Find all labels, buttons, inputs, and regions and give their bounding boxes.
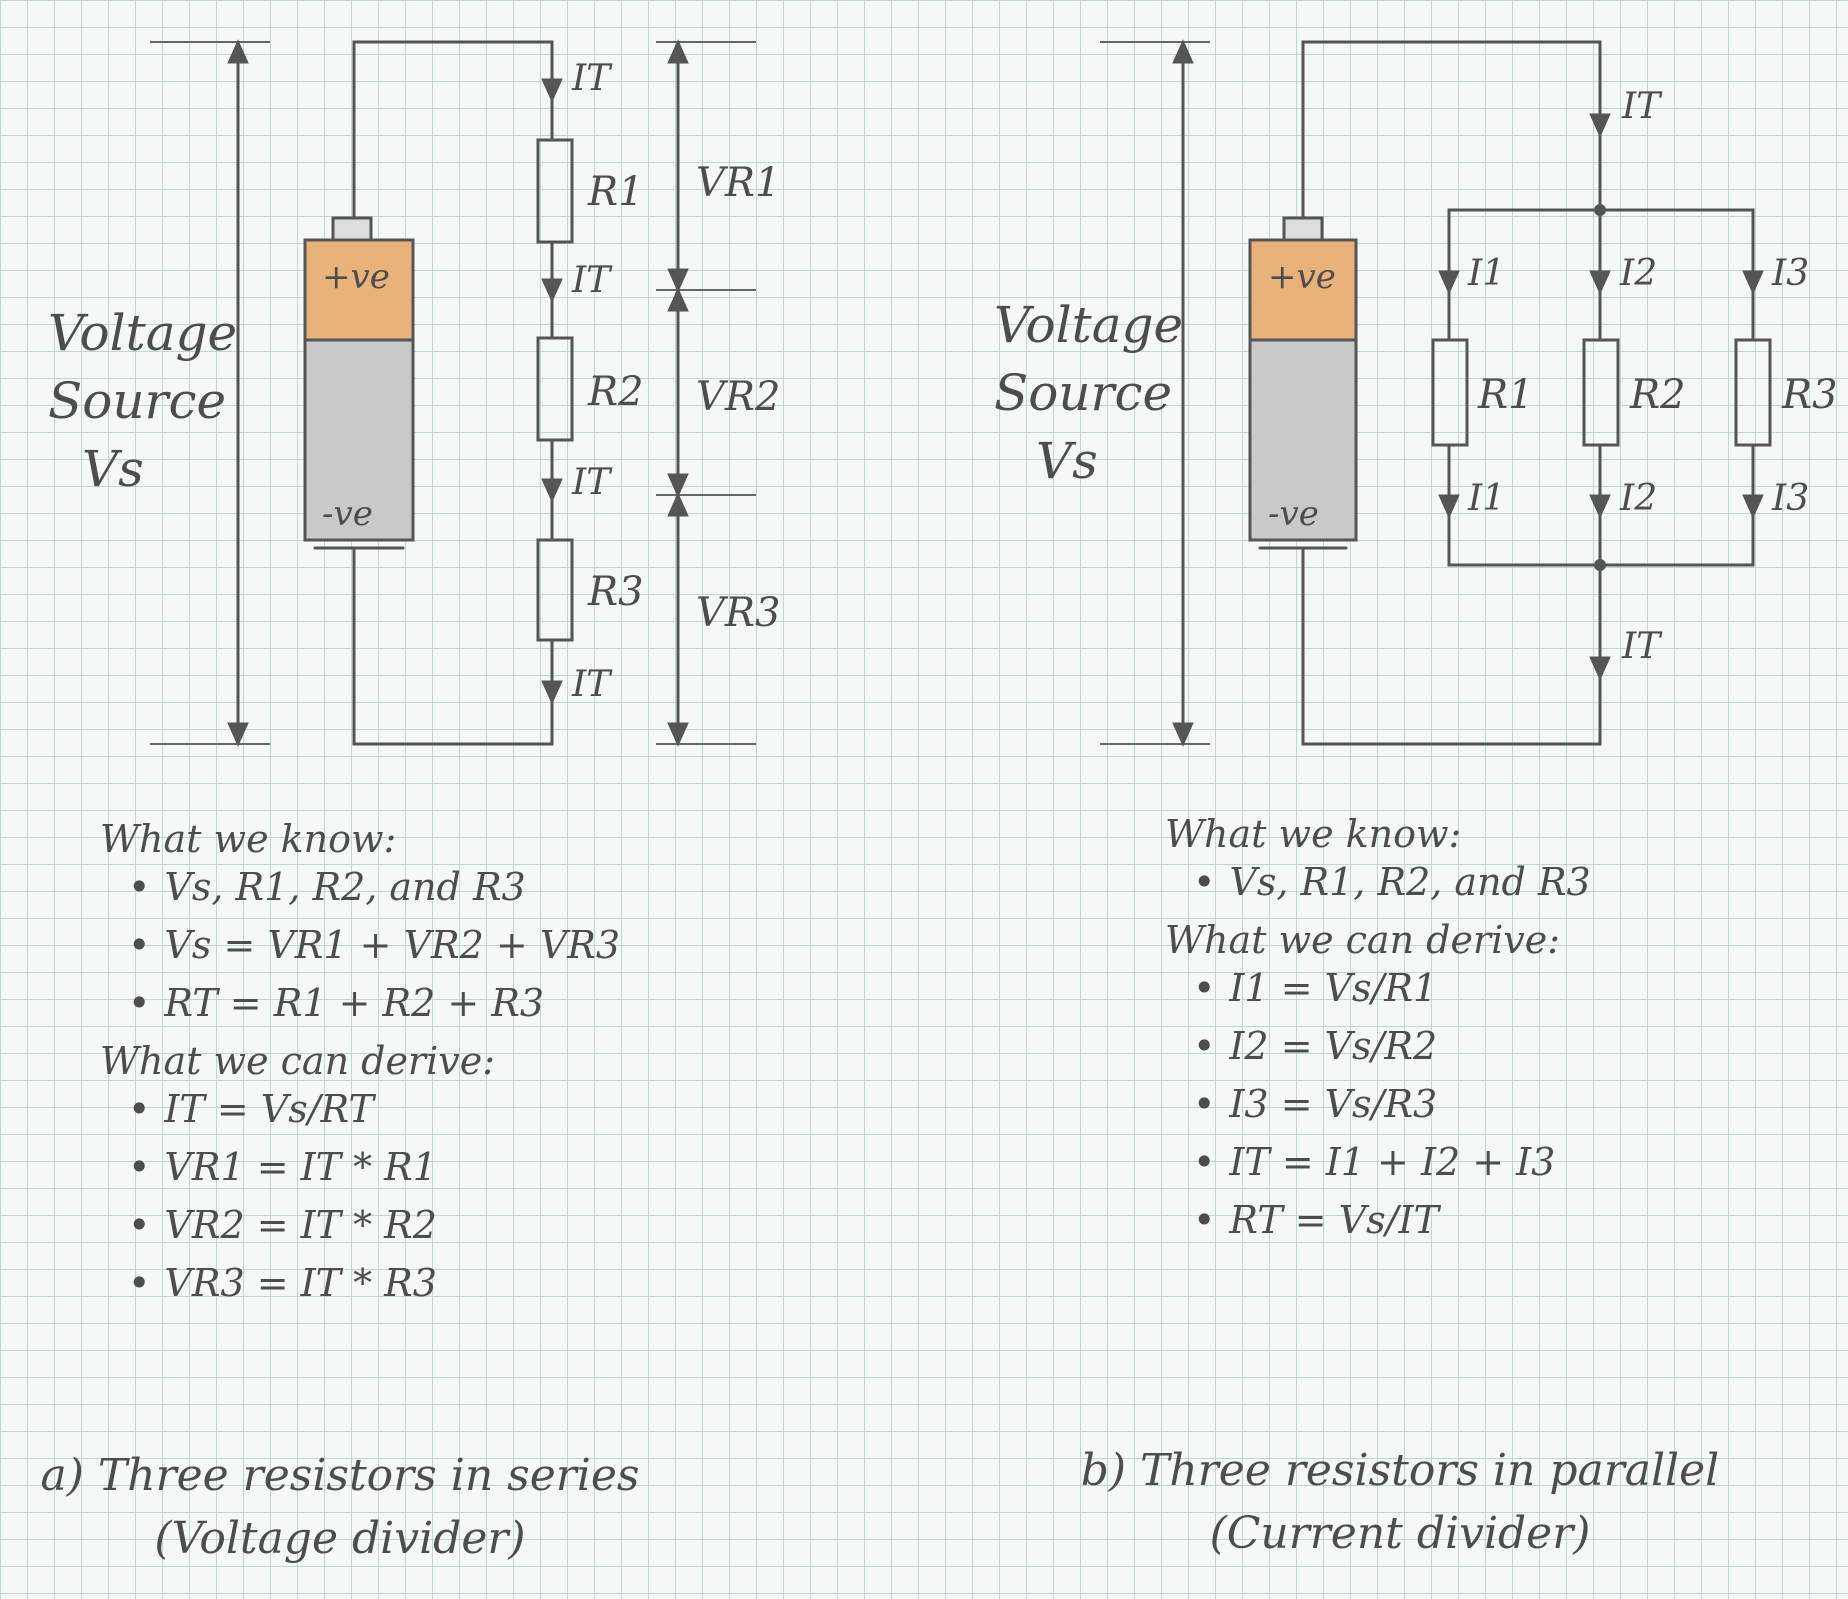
parallel-resistor-label-r2: R2	[1629, 372, 1686, 418]
series-caption: a) Three resistors in series (Voltage di…	[40, 1450, 640, 1564]
series-battery: +ve -ve	[303, 216, 415, 550]
series-source-label-1: Voltage	[48, 304, 237, 362]
parallel-notes: What we know: Vs, R1, R2, and R3 What we…	[1165, 815, 1591, 1259]
parallel-circuit: Voltage Source Vs +ve -ve R1 R2 R3 I	[994, 39, 1838, 747]
series-current-label-2: IT	[571, 260, 613, 301]
parallel-derive-item: I3 = Vs/R3	[1193, 1085, 1591, 1123]
parallel-branch2-label-top: I2	[1619, 253, 1657, 294]
parallel-source-label-1: Voltage	[994, 296, 1183, 354]
parallel-known-heading: What we know:	[1165, 812, 1462, 856]
parallel-derive-heading: What we can derive:	[1165, 918, 1561, 962]
series-wire-top	[352, 40, 554, 220]
parallel-battery-neg-label: -ve	[1268, 494, 1319, 534]
parallel-total-current-label-top: IT	[1621, 86, 1663, 127]
series-vdrop-label-1: VR1	[696, 160, 780, 206]
series-resistor-r3	[536, 538, 574, 642]
parallel-derive-list: I1 = Vs/R1 I2 = Vs/R2 I3 = Vs/R3 IT = I1…	[1165, 969, 1591, 1239]
parallel-derive-item: I1 = Vs/R1	[1193, 969, 1591, 1007]
series-current-label-1: IT	[571, 58, 613, 99]
series-circuit: Voltage Source Vs +ve -ve IT IT IT IT R1	[48, 39, 780, 747]
parallel-resistor-label-r1: R1	[1477, 372, 1534, 418]
parallel-derive-item: RT = Vs/IT	[1193, 1201, 1591, 1239]
parallel-battery-negative-section	[1248, 338, 1358, 542]
parallel-caption-line1: b) Three resistors in parallel	[1080, 1445, 1720, 1496]
parallel-caption: b) Three resistors in parallel (Current …	[1080, 1445, 1720, 1559]
parallel-source-label-3: Vs	[1036, 432, 1098, 490]
parallel-known-item: Vs, R1, R2, and R3	[1193, 863, 1590, 901]
series-battery-negative-section	[303, 338, 415, 542]
parallel-branch1-label-top: I1	[1467, 253, 1505, 294]
parallel-resistor-label-r3: R3	[1781, 372, 1838, 418]
series-known-item: Vs, R1, R2, and R3	[128, 868, 620, 906]
series-caption-line2: (Voltage divider)	[154, 1513, 526, 1564]
series-known-heading: What we know:	[100, 817, 397, 861]
parallel-wire-top	[1301, 40, 1602, 220]
series-resistor-label-r2: R2	[587, 369, 644, 415]
parallel-resistor-r3	[1734, 338, 1772, 447]
series-battery-pos-label: +ve	[322, 257, 390, 297]
series-derive-item: IT = Vs/RT	[128, 1090, 620, 1128]
parallel-branch2-label-bottom: I2	[1619, 478, 1657, 519]
series-battery-terminal	[331, 216, 373, 242]
parallel-battery-terminal	[1282, 216, 1324, 242]
parallel-known-list: Vs, R1, R2, and R3	[1165, 863, 1590, 901]
parallel-branch3-label-bottom: I3	[1771, 478, 1809, 519]
parallel-derive-item: I2 = Vs/R2	[1193, 1027, 1591, 1065]
parallel-branch3-label-top: I3	[1771, 253, 1809, 294]
series-resistor-r1	[536, 138, 574, 244]
series-derive-heading: What we can derive:	[100, 1039, 496, 1083]
parallel-caption-line2: (Current divider)	[1209, 1508, 1591, 1559]
parallel-resistor-r2	[1582, 338, 1620, 447]
series-derive-item: VR3 = IT * R3	[128, 1264, 620, 1302]
series-current-label-3: IT	[571, 462, 613, 503]
series-source-label-2: Source	[48, 372, 226, 430]
parallel-branch1-label-bottom: I1	[1467, 478, 1505, 519]
parallel-battery: +ve -ve	[1248, 216, 1358, 550]
series-caption-line1: a) Three resistors in series	[40, 1450, 640, 1501]
series-battery-positive-section	[303, 238, 415, 342]
series-resistor-label-r1: R1	[587, 169, 644, 215]
series-vdrop-label-3: VR3	[696, 590, 780, 636]
series-wire-bottom	[352, 546, 554, 746]
parallel-source-label-2: Source	[994, 364, 1172, 422]
series-source-label-3: Vs	[82, 440, 144, 498]
parallel-battery-pos-label: +ve	[1268, 257, 1336, 297]
series-battery-neg-label: -ve	[322, 494, 373, 534]
series-known-list: Vs, R1, R2, and R3 Vs = VR1 + VR2 + VR3 …	[100, 868, 620, 1022]
parallel-resistor-r1	[1431, 338, 1469, 447]
series-derive-item: VR1 = IT * R1	[128, 1148, 620, 1186]
series-resistor-r2	[536, 336, 574, 442]
parallel-battery-positive-section	[1248, 238, 1358, 342]
parallel-junction-bottom	[1594, 559, 1606, 571]
series-derive-list: IT = Vs/RT VR1 = IT * R1 VR2 = IT * R2 V…	[100, 1090, 620, 1302]
series-notes: What we know: Vs, R1, R2, and R3 Vs = VR…	[100, 820, 620, 1322]
parallel-wire-bottom	[1301, 546, 1602, 746]
series-derive-item: VR2 = IT * R2	[128, 1206, 620, 1244]
series-known-item: Vs = VR1 + VR2 + VR3	[128, 926, 620, 964]
parallel-junction-top	[1594, 204, 1606, 216]
series-known-item: RT = R1 + R2 + R3	[128, 984, 620, 1022]
series-resistor-label-r3: R3	[587, 569, 644, 615]
parallel-derive-item: IT = I1 + I2 + I3	[1193, 1143, 1591, 1181]
series-current-label-4: IT	[571, 664, 613, 705]
series-vdrop-label-2: VR2	[696, 374, 780, 420]
parallel-total-current-label-bottom: IT	[1621, 626, 1663, 667]
